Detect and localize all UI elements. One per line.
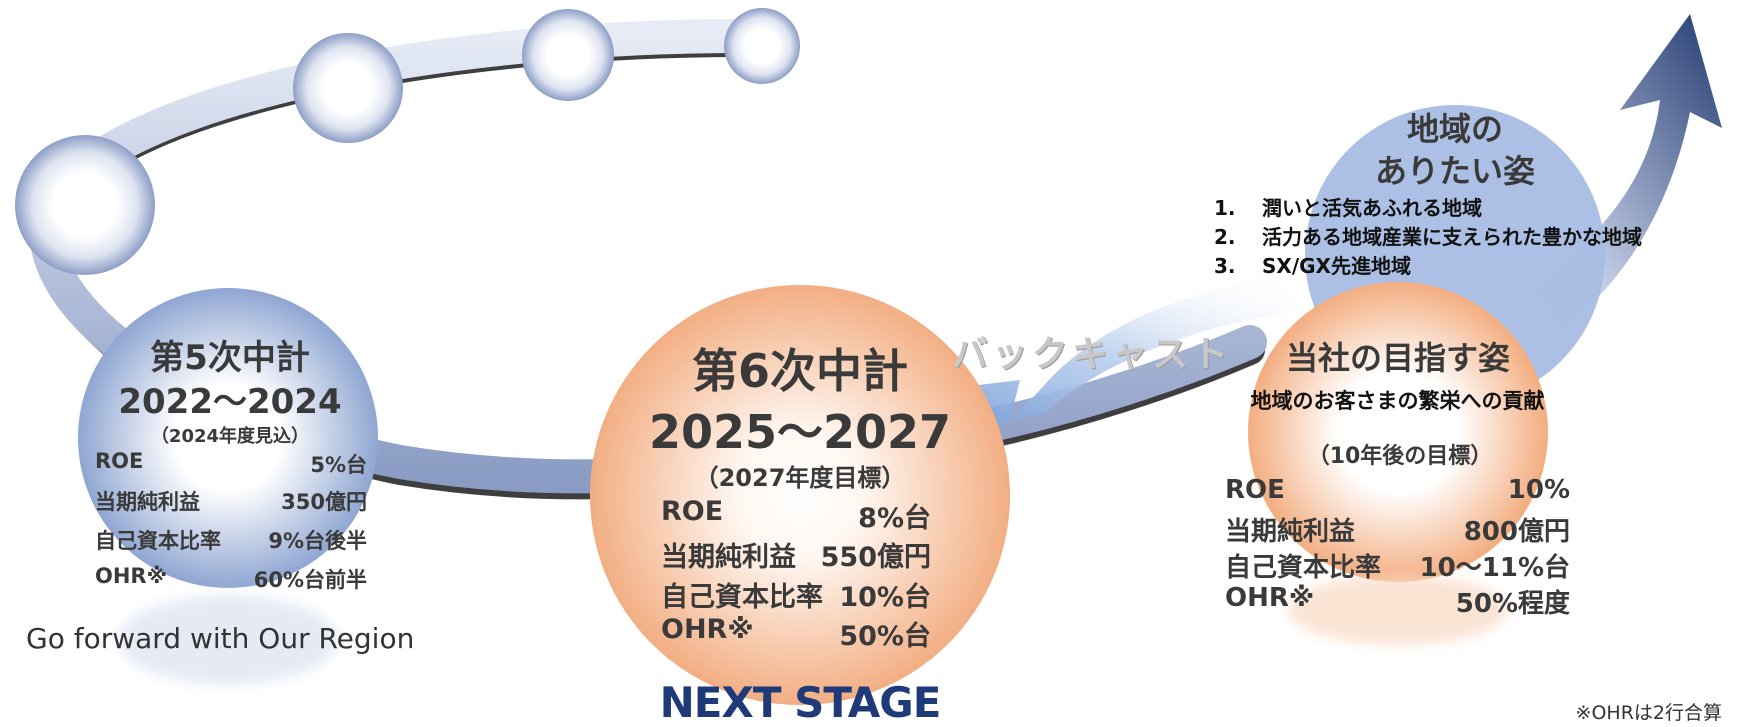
plan5-note: （2024年度見込） xyxy=(150,426,310,447)
metric-label: 当期純利益 xyxy=(661,542,796,573)
plan5-title: 第5次中計 xyxy=(150,338,310,378)
plan5-row-net-income: 当期純利益 350億円 xyxy=(95,486,367,516)
orbit-ball xyxy=(293,33,403,143)
plan5-years: 2022～2024 xyxy=(118,382,342,422)
metric-value: 10%台 xyxy=(839,582,931,613)
list-item: 1.潤いと活気あふれる地域 xyxy=(1214,196,1482,220)
company-row-roe: ROE 10% xyxy=(1225,475,1570,505)
metric-value: 350億円 xyxy=(281,490,367,514)
plan6-row-capital-ratio: 自己資本比率 10%台 xyxy=(661,575,931,614)
plan6-row-net-income: 当期純利益 550億円 xyxy=(661,535,931,574)
slogan: Go forward with Our Region xyxy=(26,622,415,655)
metric-value: 10～11%台 xyxy=(1419,553,1570,583)
list-item: 2.活力ある地域産業に支えられた豊かな地域 xyxy=(1214,225,1642,249)
metric-value: 9%台後半 xyxy=(268,529,367,553)
metric-value: 50%台 xyxy=(839,621,931,652)
plan6-circle xyxy=(590,285,1010,705)
plan5-row-ohr: OHR※ 60%台前半 xyxy=(95,564,367,594)
metric-value: 800億円 xyxy=(1463,517,1570,547)
company-row-capital-ratio: 自己資本比率 10～11%台 xyxy=(1225,547,1570,584)
region-title-line1: 地域の xyxy=(1406,110,1503,148)
metric-label: OHR※ xyxy=(661,614,754,645)
next-stage-label: NEXT STAGE xyxy=(659,678,942,727)
orbit-ball xyxy=(724,8,800,84)
metric-label: ROE xyxy=(661,496,724,527)
region-title-line2: ありたい姿 xyxy=(1374,152,1535,190)
metric-label: 当期純利益 xyxy=(1225,517,1356,547)
metric-value: 5%台 xyxy=(310,453,367,477)
metric-label: OHR※ xyxy=(95,564,168,588)
region-vision-list: 1.潤いと活気あふれる地域 2.活力ある地域産業に支えられた豊かな地域 3.SX… xyxy=(1214,194,1642,281)
orbit-ball xyxy=(522,9,614,101)
metric-label: 自己資本比率 xyxy=(1225,553,1382,583)
company-note: （10年後の目標） xyxy=(1307,444,1493,469)
backcast-label: バックキャスト xyxy=(952,334,1233,375)
metric-label: 自己資本比率 xyxy=(95,529,221,553)
metric-label: 当期純利益 xyxy=(95,490,200,514)
plan6-years: 2025～2027 xyxy=(648,405,952,459)
plan5-row-roe: ROE 5%台 xyxy=(95,449,367,479)
metric-value: 60%台前半 xyxy=(253,568,367,592)
list-item: 3.SX/GX先進地域 xyxy=(1214,254,1411,278)
plan6-row-roe: ROE 8%台 xyxy=(661,496,931,535)
plan5-row-capital-ratio: 自己資本比率 9%台後半 xyxy=(95,525,367,555)
plan6-row-ohr: OHR※ 50%台 xyxy=(661,614,931,653)
orbit-ball xyxy=(15,135,155,275)
plan6-note: （2027年度目標） xyxy=(694,464,906,492)
plan5-circle xyxy=(78,288,378,588)
metric-label: OHR※ xyxy=(1225,583,1315,613)
metric-label: ROE xyxy=(1225,475,1285,505)
metric-value: 8%台 xyxy=(858,503,931,534)
metric-value: 10% xyxy=(1507,475,1570,505)
plan6-title: 第6次中計 xyxy=(691,344,908,398)
company-goal-circle xyxy=(1248,282,1548,582)
company-row-ohr: OHR※ 50%程度 xyxy=(1225,583,1570,620)
company-row-net-income: 当期純利益 800億円 xyxy=(1225,511,1570,548)
metric-value: 50%程度 xyxy=(1455,589,1570,619)
metric-label: ROE xyxy=(95,449,144,473)
metric-value: 550億円 xyxy=(820,542,931,573)
company-title: 当社の目指す姿 xyxy=(1285,339,1510,377)
metric-label: 自己資本比率 xyxy=(661,582,823,613)
footnote: ※OHRは2行合算 xyxy=(1575,702,1722,724)
company-subtitle: 地域のお客さまの繁栄への貢献 xyxy=(1250,389,1545,413)
